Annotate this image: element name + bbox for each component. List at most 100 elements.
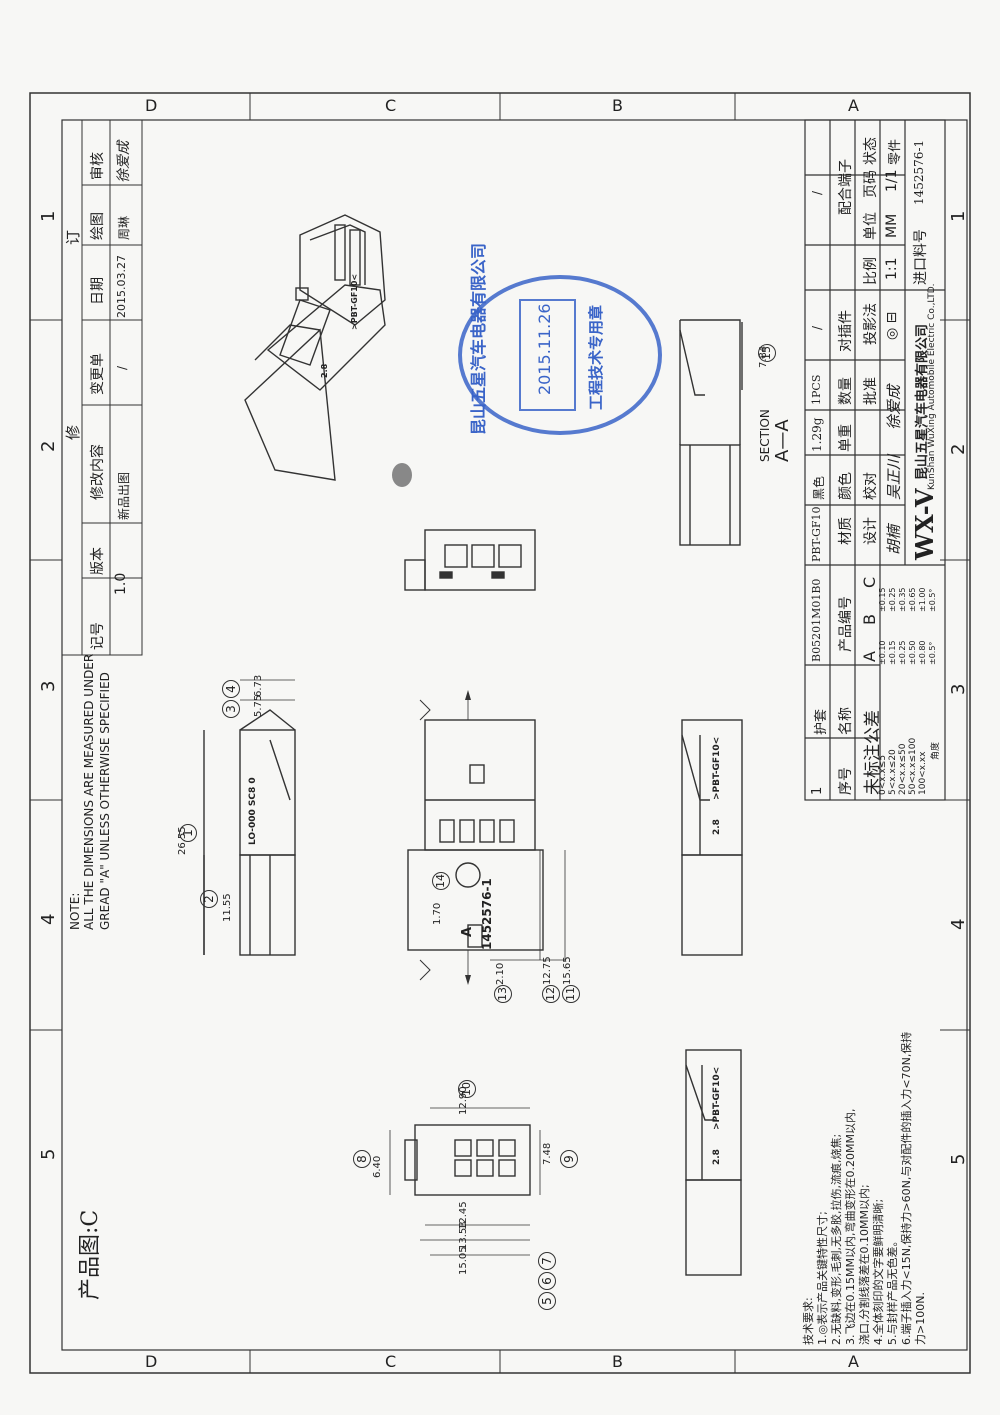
revision-table-grid — [61, 119, 143, 656]
right-bottom-mark-gf: >PBT-GF10< — [712, 1066, 722, 1130]
tb-check-signature: 吴正川 — [885, 454, 903, 500]
tb-status-value: 零件 — [888, 138, 903, 165]
note-heading: NOTE: — [68, 892, 82, 930]
side-view-right-bottom — [685, 1049, 742, 1276]
tol-b-5: ±1.00 — [918, 587, 927, 612]
rev-header-change: 变更单 — [90, 353, 106, 395]
zone-number-1-right: 1 — [948, 210, 969, 222]
product-label: 产品图:C — [78, 1209, 103, 1300]
tolerance-range-3: 20<x.x≤50 — [898, 743, 908, 796]
zone-number-1-left: 1 — [38, 210, 59, 222]
tol-b-2: ±0.25 — [888, 587, 897, 612]
side-view-right — [681, 719, 743, 956]
tolerance-grade-a: A — [860, 651, 879, 662]
tb-qty-value: 1PCS — [810, 374, 823, 405]
tb-seq-value: 1 — [810, 786, 825, 795]
dim-5-75: 5.75 — [253, 694, 264, 717]
balloon-10: 10 — [458, 1080, 476, 1098]
rev-header-drawn: 绘图 — [90, 212, 106, 240]
zone-letter-b-bottom: B — [612, 1352, 623, 1371]
tb-page-label: 页码 — [863, 170, 879, 198]
zone-number-2-right: 2 — [948, 443, 969, 455]
tb-weight-value: 1.29g — [810, 417, 824, 452]
rev-header-date: 日期 — [90, 277, 106, 305]
front-view — [404, 529, 536, 591]
rev-date-value: 2015.03.27 — [115, 255, 128, 318]
tol-b-4: ±0.65 — [908, 587, 917, 612]
title-block-grid — [804, 119, 946, 801]
tb-name-label: 名称 — [838, 707, 854, 735]
stamp-date: 2015.11.26 — [535, 303, 554, 395]
zone-number-3-right: 3 — [948, 683, 969, 695]
tolerance-range-5: 100<x.xx — [918, 751, 928, 795]
tb-part-value: B05201M01B0 — [810, 578, 823, 662]
tb-seq-header: 序号 — [838, 767, 854, 795]
balloon-9: 9 — [560, 1150, 578, 1168]
balloon-13: 13 — [494, 985, 512, 1003]
balloon-6: 6 — [538, 1272, 556, 1290]
tech-req-line-8: 力>100N. — [914, 1292, 927, 1345]
tb-scale-label: 比例 — [863, 257, 879, 285]
balloon-2: 2 — [200, 890, 218, 908]
iso-mark-size: 2.8 — [320, 363, 329, 378]
tb-import-value: 1452576-1 — [912, 139, 926, 205]
zone-number-5-right: 5 — [948, 1153, 969, 1165]
zone-number-4-right: 4 — [948, 918, 969, 930]
balloon-7: 7 — [538, 1252, 556, 1270]
tb-mate-label: 对插件 — [838, 310, 854, 352]
projection-symbol-icon: ◎ ⊟ — [884, 311, 900, 340]
top-view-center — [407, 719, 544, 951]
company-stamp — [458, 275, 662, 435]
tol-a-4: ±0.50 — [908, 640, 917, 665]
left-mark-date-code: LO-000 SC8 0 — [248, 777, 258, 845]
tol-b-1: ±0.15 — [878, 587, 887, 612]
balloon-1: 1 — [179, 824, 197, 842]
ink-blob — [392, 463, 412, 487]
zone-letter-a: A — [848, 96, 859, 115]
iso-view — [244, 214, 386, 481]
stamp-top-text: 昆山五星汽车电器有限公司 — [469, 242, 488, 435]
rev-review-signature: 徐爱成 — [116, 141, 132, 183]
tolerance-range-1: 0<x.x≤5 — [878, 754, 888, 795]
right-mark-gf: >PBT-GF10< — [712, 736, 722, 800]
balloon-3: 3 — [222, 700, 240, 718]
zone-letter-d: D — [145, 96, 158, 115]
dimension-lines — [240, 679, 566, 1256]
dim-1-70: 1.70 — [432, 902, 443, 925]
center-mark-code: 1452576-1 — [480, 878, 494, 950]
tb-color-label: 颜色 — [838, 472, 854, 500]
tolerance-grade-b: B — [860, 614, 879, 625]
tb-qty-label: 数量 — [838, 377, 854, 405]
tb-unit-value: MM — [884, 213, 900, 238]
zone-letter-a-bottom: A — [848, 1352, 859, 1371]
zone-number-5-left: 5 — [38, 1148, 59, 1160]
tb-scale-value: 1:1 — [884, 257, 900, 280]
tb-material-value: PBT-GF10 — [810, 506, 823, 562]
dim-12-75: 12.75 — [542, 956, 553, 985]
dim-15-65: 15.65 — [562, 956, 573, 985]
zone-number-4-left: 4 — [38, 913, 59, 925]
dim-12-45: 12.45 — [458, 1201, 469, 1230]
section-view — [679, 319, 743, 546]
inner-frame — [61, 119, 968, 1351]
iso-mark-gf: >PBT-GF10< — [350, 273, 359, 330]
balloon-14: 14 — [432, 872, 450, 890]
section-marker-a: A — [460, 926, 475, 937]
stamp-bottom-text: 工程技术专用章 — [587, 304, 605, 410]
note-line-1: ALL THE DIMENSIONS ARE MEASURED UNDER — [82, 653, 96, 930]
tb-mate-value: / — [810, 325, 824, 330]
rev-header-review: 审核 — [90, 152, 106, 180]
zone-letter-d-bottom: D — [145, 1352, 158, 1371]
dim-7-48: 7.48 — [542, 1142, 553, 1165]
tolerance-range-4: 50<x.x≤100 — [908, 737, 918, 795]
rev-header-content: 修改内容 — [90, 444, 106, 500]
end-view-bottom — [404, 1124, 531, 1196]
tolerance-grade-c: C — [860, 576, 879, 588]
tb-color-value: 黑色 — [812, 475, 826, 500]
dim-6-40: 6.40 — [372, 1155, 383, 1178]
balloon-11: 11 — [562, 985, 580, 1003]
tol-a-6: ±0.5° — [928, 641, 937, 665]
revision-title-2: 订 — [64, 229, 82, 245]
dim-15-05: 15.05 — [458, 1246, 469, 1275]
